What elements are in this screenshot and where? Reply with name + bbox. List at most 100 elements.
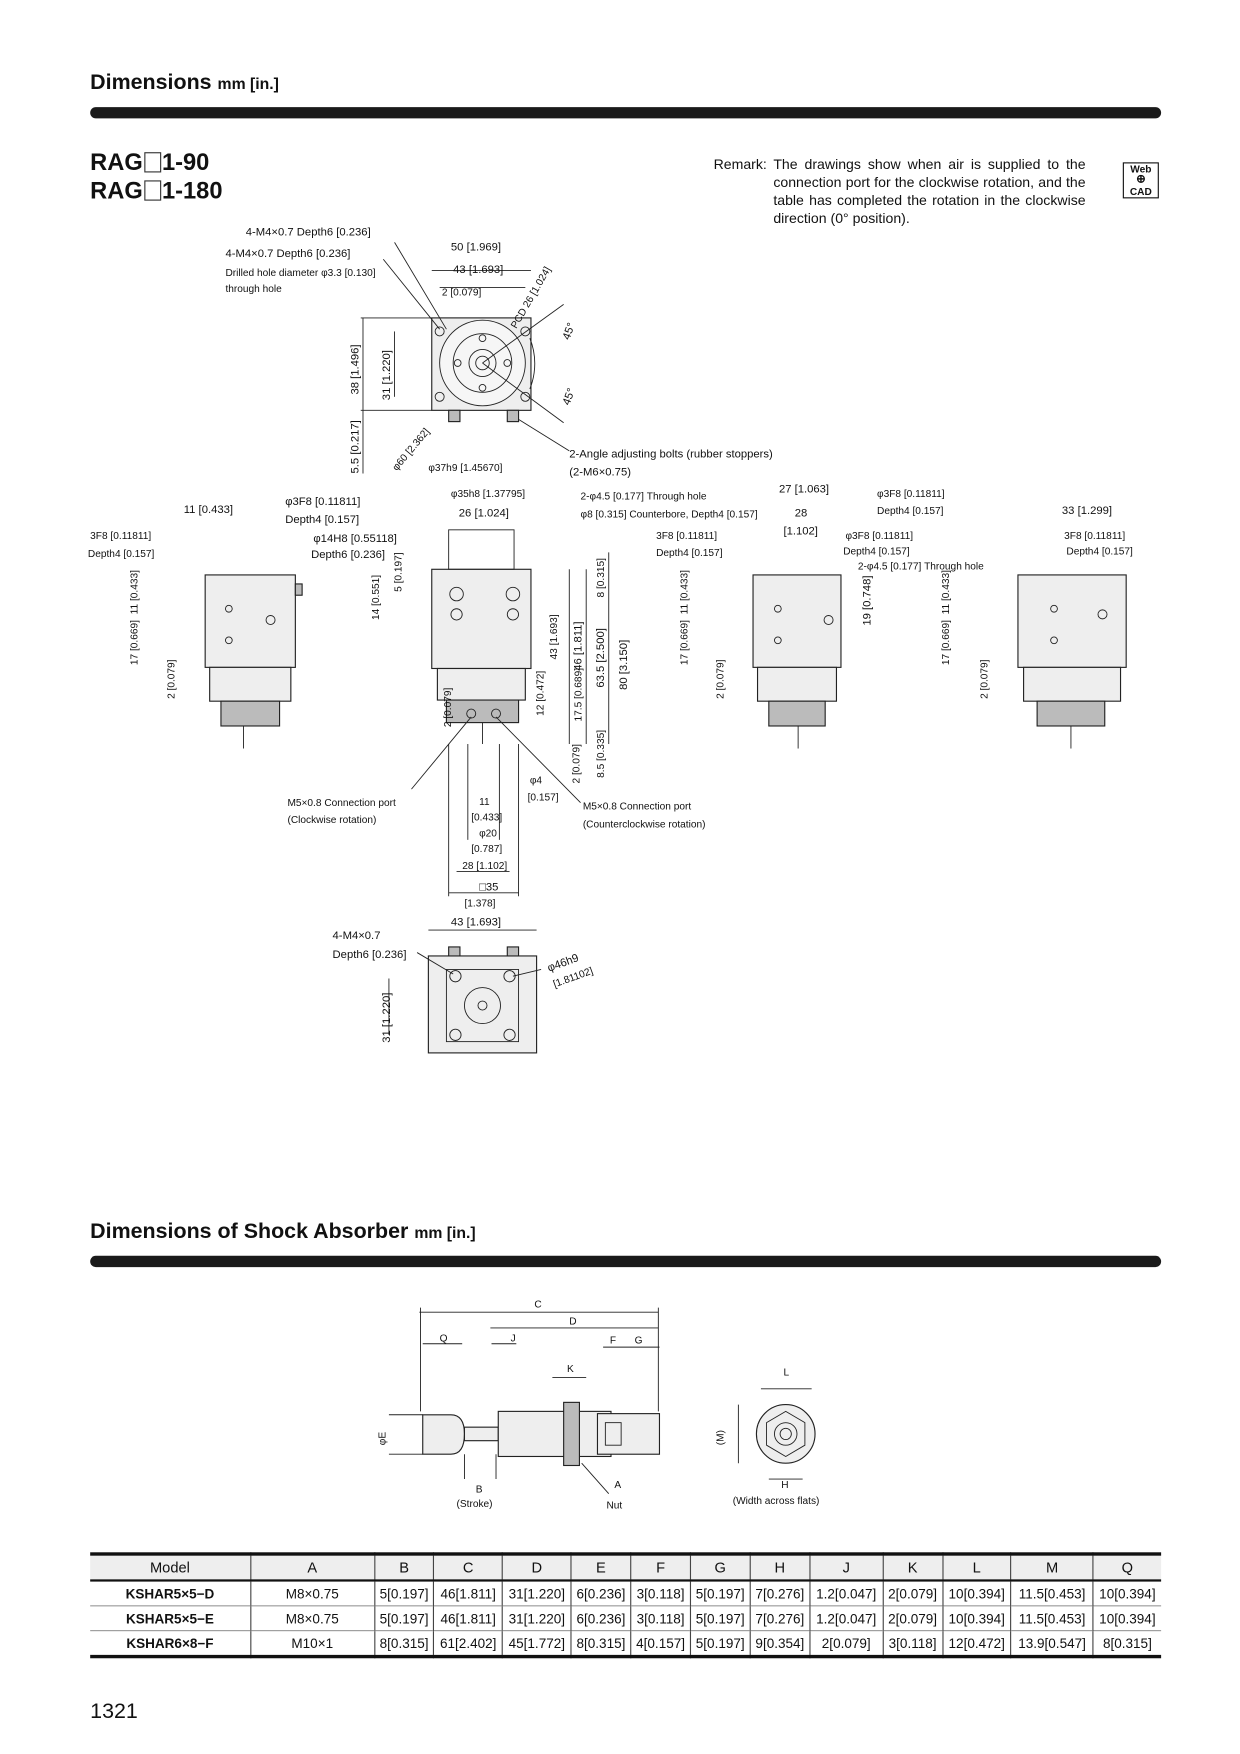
label: Depth4 [0.157]	[656, 548, 723, 559]
column-header: G	[689, 1553, 751, 1581]
flats-label: (Width across flats)	[733, 1496, 820, 1507]
label: 2 [0.079]	[442, 287, 482, 298]
label: 3F8 [0.11811]	[1064, 531, 1125, 542]
remark-text: The drawings show when air is supplied t…	[773, 156, 1086, 227]
table-cell: 4[0.157]	[630, 1630, 691, 1657]
label: 14 [0.551]	[371, 575, 382, 620]
table-cell: 2[0.079]	[882, 1580, 943, 1606]
section-title-shock-absorber: Dimensions of Shock Absorber mm [in.]	[90, 1220, 476, 1245]
dim-e-label: φE	[378, 1432, 389, 1446]
table-cell: 5[0.197]	[689, 1580, 751, 1606]
column-header: B	[373, 1553, 434, 1581]
table-cell: 8[0.315]	[373, 1630, 434, 1657]
label: 26 [1.024]	[459, 507, 509, 519]
column-header: J	[809, 1553, 883, 1581]
label: Depth6 [0.236]	[311, 549, 385, 561]
column-header: Q	[1092, 1553, 1162, 1581]
column-header: F	[630, 1553, 691, 1581]
label: φ37h9 [1.45670]	[428, 463, 502, 474]
model-cell: KSHAR5×5−E	[125, 1610, 214, 1627]
label: 11	[479, 797, 490, 808]
label: Depth4 [0.157]	[877, 506, 944, 517]
label: (Counterclockwise rotation)	[583, 819, 706, 830]
label: 17.5 [0.689]	[574, 668, 585, 722]
label: φ4	[530, 775, 543, 786]
table-cell: 31[1.220]	[501, 1605, 572, 1631]
table-cell: 61[2.402]	[433, 1630, 503, 1657]
label: 80 [3.150]	[618, 640, 630, 690]
right-side-view-2	[1017, 574, 1127, 749]
column-header: H	[749, 1553, 810, 1581]
table-cell: M8×0.75	[249, 1580, 375, 1606]
table-cell: 5[0.197]	[689, 1605, 751, 1631]
label: [1.102]	[783, 525, 817, 537]
label: φ3F8 [0.11811]	[285, 496, 360, 508]
table-cell: 6[0.236]	[570, 1605, 631, 1631]
section-divider	[90, 1255, 1162, 1268]
label: [1.378]	[464, 898, 495, 909]
label: 45°	[561, 321, 578, 341]
table-cell: 46[1.811]	[433, 1605, 503, 1631]
column-header: C	[433, 1553, 503, 1581]
label: [0.787]	[471, 844, 502, 855]
label: 43 [1.693]	[451, 917, 501, 929]
label: Depth6 [0.236]	[333, 949, 407, 961]
table-cell: 5[0.197]	[373, 1605, 434, 1631]
column-header: L	[941, 1553, 1012, 1581]
shock-absorber-drawing: C D Q J F G K φE B (Stroke) A Nut L (M) …	[378, 1300, 820, 1511]
table-cell: 6[0.236]	[570, 1580, 631, 1606]
unit-text: mm [in.]	[414, 1223, 476, 1242]
label: 46 [1.811]	[573, 621, 585, 670]
rotary-table-drawings: 4-M4×0.7 Depth6 [0.236] 4-M4×0.7 Depth6 …	[88, 227, 1133, 1054]
label: 3F8 [0.11811]	[90, 531, 151, 542]
section-title-dimensions: Dimensions mm [in.]	[90, 71, 279, 96]
label: 3F8 [0.11811]	[656, 531, 717, 542]
dim-l-label: L	[783, 1367, 789, 1378]
label: Drilled hole diameter φ3.3 [0.130]	[225, 268, 375, 279]
label: 17 [0.669]	[130, 620, 141, 665]
column-header: E	[570, 1553, 631, 1581]
label: 2 [0.079]	[443, 688, 454, 728]
label: [0.157]	[528, 792, 559, 803]
label: M5×0.8 Connection port	[583, 801, 692, 812]
table-cell: 11.5[0.453]	[1010, 1605, 1094, 1631]
web-cad-icon[interactable]: Web⊕CAD	[1122, 162, 1159, 199]
label: 2-φ4.5 [0.177] Through hole	[858, 561, 984, 572]
table-cell: 9[0.354]	[749, 1630, 810, 1657]
column-header: A	[249, 1553, 375, 1581]
table-cell: 5[0.197]	[373, 1580, 434, 1606]
dim-d-label: D	[569, 1317, 576, 1328]
label: Depth4 [0.157]	[843, 547, 910, 558]
table-cell: 10[0.394]	[1092, 1580, 1162, 1606]
table-cell: 3[0.118]	[882, 1630, 943, 1657]
label: 28	[795, 507, 808, 519]
label: 2-φ4.5 [0.177] Through hole	[581, 491, 707, 502]
column-header: Model	[149, 1559, 190, 1576]
section-divider	[90, 107, 1162, 119]
shock-absorber-end-view	[737, 1388, 816, 1480]
left-side-view	[204, 574, 303, 749]
label: 27 [1.063]	[779, 484, 829, 496]
dim-m-label: (M)	[716, 1430, 727, 1445]
label: 8.5 [0.335]	[596, 730, 607, 778]
table-cell: 5[0.197]	[689, 1630, 751, 1657]
label: 31 [1.220]	[381, 993, 393, 1043]
label: 4-M4×0.7 Depth6 [0.236]	[225, 248, 350, 260]
label: through hole	[225, 284, 282, 295]
stroke-label: (Stroke)	[457, 1499, 493, 1510]
table-cell: 1.2[0.047]	[809, 1580, 883, 1606]
model-cell: KSHAR6×8−F	[126, 1635, 214, 1651]
top-view	[360, 242, 570, 474]
table-cell: 7[0.276]	[749, 1605, 810, 1631]
remark: Remark: The drawings show when air is su…	[714, 156, 1086, 228]
title-text: Dimensions of Shock Absorber	[90, 1219, 409, 1244]
label: φ14H8 [0.55118]	[313, 533, 397, 545]
label: 4-M4×0.7 Depth6 [0.236]	[246, 227, 371, 239]
label: 17 [0.669]	[941, 620, 952, 665]
label: φ35h8 [1.37795]	[451, 489, 525, 500]
label: 4-M4×0.7	[333, 930, 381, 942]
dim-g-label: G	[635, 1336, 643, 1347]
table-cell: 10[0.394]	[1092, 1605, 1162, 1631]
table-cell: 3[0.118]	[630, 1605, 691, 1631]
